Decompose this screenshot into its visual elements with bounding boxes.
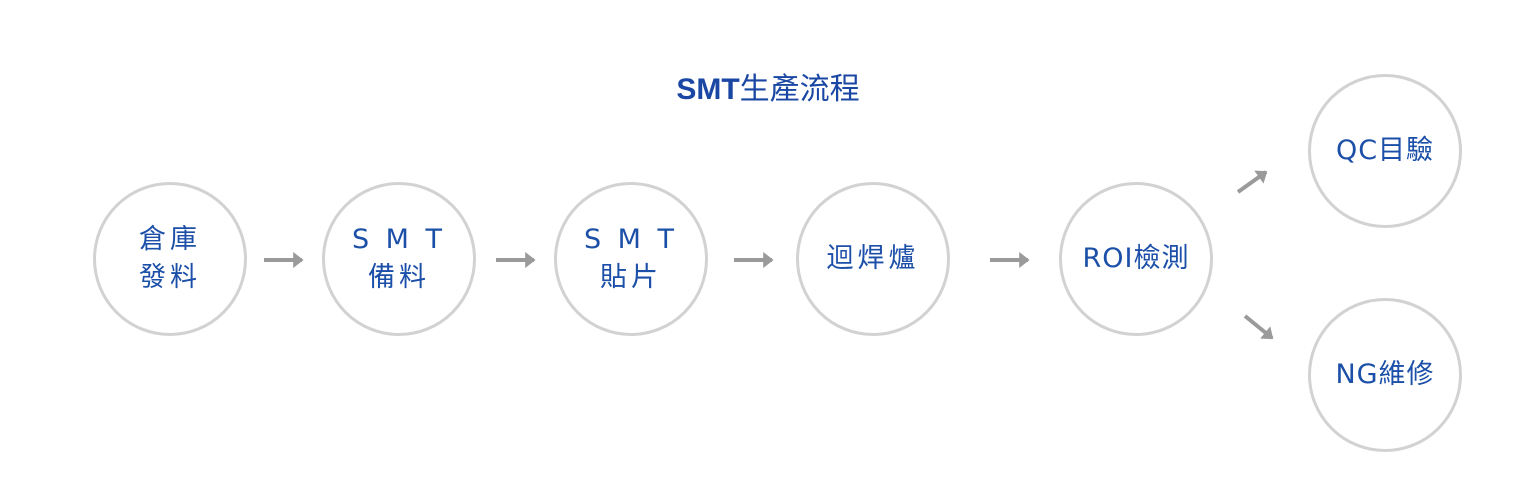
step-label: QC目驗 — [1335, 135, 1435, 166]
step-qc-visual-inspection: QC目驗 — [1308, 74, 1462, 228]
step-warehouse-issue: 倉庫 發料 — [93, 182, 247, 336]
step-reflow-oven: 迴焊爐 — [796, 182, 950, 336]
step-smt-material-prep: S M T 備料 — [322, 182, 476, 336]
step-label-line1: 倉庫 — [139, 224, 201, 255]
step-label-line2: 備料 — [368, 262, 430, 293]
step-label-line2: 貼片 — [600, 262, 662, 293]
step-roi-inspection: ROI檢測 — [1059, 182, 1213, 336]
step-label-line1: S M T — [583, 224, 679, 255]
step-label: ROI檢測 — [1082, 243, 1190, 274]
arrow-up — [1236, 170, 1268, 194]
arrow-down — [1243, 314, 1274, 340]
step-ng-repair: NG維修 — [1308, 298, 1462, 452]
step-label: NG維修 — [1335, 359, 1435, 390]
title-suffix: 生產流程 — [739, 72, 860, 107]
step-label: 迴焊爐 — [826, 243, 920, 274]
title-prefix: SMT — [676, 73, 740, 106]
step-smt-placement: S M T 貼片 — [554, 182, 708, 336]
diagram-title: SMT生產流程 — [0, 64, 1536, 108]
step-label-line2: 發料 — [139, 262, 201, 293]
step-label-line1: S M T — [351, 224, 447, 255]
